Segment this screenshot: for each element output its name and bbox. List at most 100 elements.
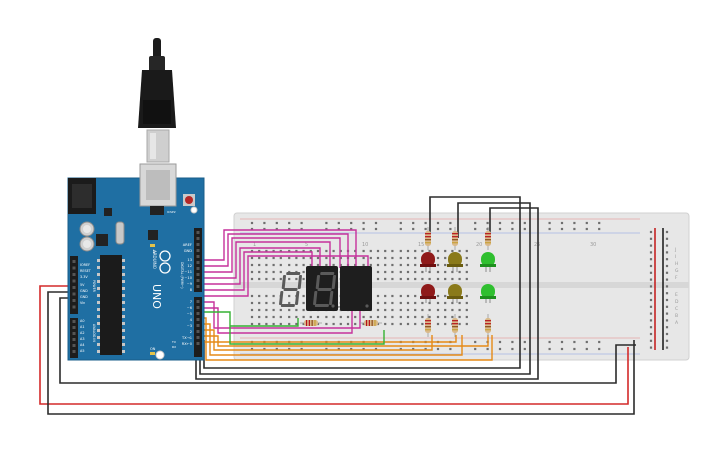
power-rail-hole bbox=[325, 347, 328, 351]
pin-label-a0: A0 bbox=[80, 319, 84, 323]
breadboard-hole bbox=[391, 315, 394, 319]
breadboard-hole bbox=[265, 263, 268, 267]
wire-black-3 bbox=[195, 207, 539, 380]
breadboard-hole bbox=[414, 270, 417, 274]
arduino-uno-board: ICSP2 UNO ARDUINO DIGITAL (PWM~) POWER A… bbox=[67, 163, 205, 361]
display-segment bbox=[313, 291, 318, 305]
pin-label-8: 8 bbox=[190, 288, 193, 292]
vertical-rail-hole bbox=[665, 305, 669, 308]
vertical-rail-hole bbox=[649, 285, 653, 288]
power-rail-hole bbox=[523, 340, 526, 344]
breadboard-hole bbox=[309, 249, 312, 253]
breadboard-hole bbox=[376, 322, 380, 326]
power-header bbox=[70, 256, 78, 314]
header-pin-hole bbox=[196, 318, 200, 321]
breadboard-hole bbox=[258, 256, 261, 260]
resistor-band bbox=[452, 236, 458, 238]
breadboard-hole bbox=[250, 308, 254, 312]
breadboard-hole bbox=[399, 277, 402, 281]
header-pin-hole bbox=[196, 231, 200, 234]
display-segment bbox=[280, 304, 295, 307]
breadboard-hole bbox=[302, 249, 305, 253]
resistor-band bbox=[305, 320, 308, 326]
resistor-band bbox=[425, 236, 431, 238]
breadboard-hole bbox=[354, 322, 357, 326]
breadboard-hole bbox=[265, 249, 268, 253]
breadboard-hole bbox=[414, 249, 417, 253]
breadboard-hole bbox=[465, 256, 468, 260]
power-rail-hole bbox=[498, 347, 502, 351]
vertical-rail-hole bbox=[649, 332, 653, 336]
reset-button-cap[interactable] bbox=[185, 196, 193, 204]
wire-magenta-4 bbox=[198, 241, 331, 279]
breadboard-hole bbox=[309, 256, 312, 260]
power-rail-hole bbox=[250, 221, 254, 225]
led-red-bottom bbox=[420, 284, 436, 303]
usb-plug-grip bbox=[143, 100, 171, 124]
vertical-rail-hole bbox=[665, 237, 669, 240]
power-rail-hole bbox=[511, 221, 514, 225]
pin-label-10: ~10 bbox=[184, 276, 192, 280]
bottom-pin-labels: 7 ~6 ~5 4 ~3 2 TX→1 RX←0 bbox=[181, 300, 193, 346]
vertical-rail-hole bbox=[649, 230, 653, 234]
breadboard-hole bbox=[302, 308, 305, 312]
header-pin-hole bbox=[196, 243, 200, 246]
column-number-1: 1 bbox=[253, 242, 256, 248]
led-l-indicator bbox=[150, 244, 155, 247]
breadboard-hole bbox=[465, 322, 468, 326]
breadboard-hole bbox=[421, 301, 424, 305]
breadboard-hole bbox=[399, 315, 402, 319]
breadboard-hole bbox=[325, 315, 328, 319]
breadboard-hole bbox=[362, 256, 365, 260]
breadboard-hole bbox=[465, 277, 468, 281]
column-number-10: 10 bbox=[362, 242, 368, 248]
power-rail-hole bbox=[374, 221, 378, 225]
vertical-rail-hole bbox=[665, 326, 669, 329]
row-letter-j: J bbox=[674, 247, 676, 253]
chip-pin bbox=[122, 294, 125, 297]
breadboard-hole bbox=[354, 263, 357, 267]
wire-black-gnd bbox=[59, 297, 636, 384]
arduino-logo: UNO ARDUINO bbox=[150, 250, 171, 309]
breadboard-hole bbox=[258, 294, 261, 298]
vertical-rail-hole bbox=[649, 258, 653, 261]
breadboard-hole bbox=[325, 322, 328, 326]
icsp-label: ICSP2 bbox=[167, 210, 176, 214]
breadboard-hole bbox=[302, 301, 305, 305]
vertical-rail-hole bbox=[649, 319, 653, 322]
breadboard-hole bbox=[436, 322, 440, 326]
chip-pin bbox=[122, 343, 125, 346]
breadboard-hole bbox=[436, 270, 440, 274]
header-pin-hole bbox=[72, 260, 76, 263]
pin-label-6: ~6 bbox=[187, 306, 193, 310]
breadboard-hole bbox=[428, 277, 431, 281]
chip-pin bbox=[97, 308, 100, 311]
row-letter-g: G bbox=[675, 268, 679, 274]
breadboard-hole bbox=[354, 256, 357, 260]
power-rail-hole bbox=[424, 227, 427, 231]
header-pin-hole bbox=[196, 273, 200, 276]
display-segment bbox=[331, 275, 336, 289]
breadboard-hole bbox=[258, 270, 261, 274]
breadboard-hole bbox=[354, 315, 357, 319]
on-label: ON bbox=[150, 347, 156, 351]
chip-pin bbox=[122, 273, 125, 276]
power-rail-hole bbox=[449, 347, 452, 351]
resistor-band bbox=[452, 320, 458, 322]
column-number-20: 20 bbox=[476, 242, 482, 248]
header-pin-hole bbox=[72, 326, 76, 329]
arduino-logo-text: ARDUINO bbox=[152, 250, 157, 269]
breadboard-hole bbox=[258, 277, 261, 281]
usb-connector-shine bbox=[150, 133, 156, 159]
power-rail-hole bbox=[573, 347, 576, 351]
breadboard-hole bbox=[391, 263, 394, 267]
header-pin-hole bbox=[196, 237, 200, 240]
vertical-rail-hole bbox=[649, 292, 653, 295]
breadboard-hole bbox=[414, 322, 417, 326]
resistor-band bbox=[485, 326, 491, 328]
breadboard-hole bbox=[250, 294, 254, 298]
power-rail-hole bbox=[263, 347, 266, 351]
breadboard-hole bbox=[414, 294, 417, 298]
vertical-rail-hole bbox=[665, 278, 669, 281]
vertical-rail-hole bbox=[649, 326, 653, 329]
